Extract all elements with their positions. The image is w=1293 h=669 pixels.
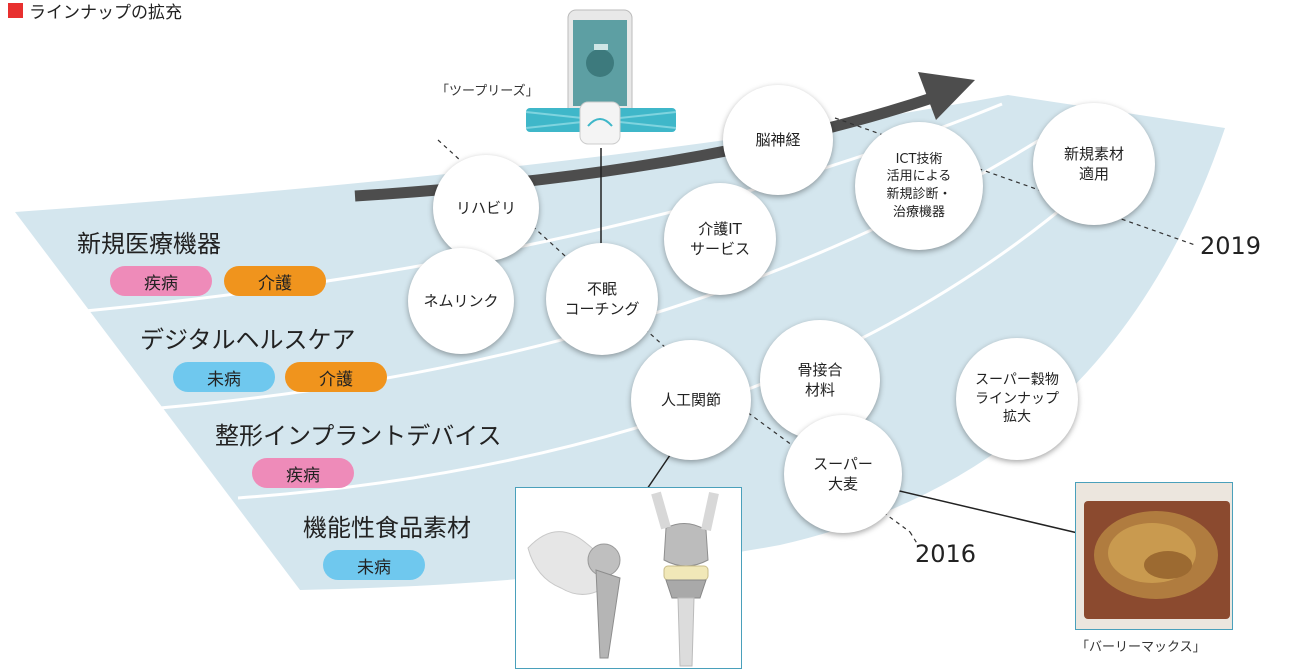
joint-implant-photo xyxy=(515,487,742,669)
tag-care: 介護 xyxy=(285,362,387,392)
barley-photo xyxy=(1075,482,1233,630)
circle-artificial-joint: 人工関節 xyxy=(631,340,751,460)
barley-connector xyxy=(886,487,1083,535)
tag-pre-disease: 未病 xyxy=(173,362,275,392)
band-separator-3 xyxy=(237,138,1140,500)
layer-label-medical-devices: 新規医療機器 xyxy=(77,230,221,258)
circle-super-grain: スーパー穀物 ラインナップ 拡大 xyxy=(956,338,1078,460)
sleep-device-photo xyxy=(525,9,677,145)
tag-care: 介護 xyxy=(224,266,326,296)
circle-care-it: 介護IT サービス xyxy=(664,183,776,295)
circle-sleep-coaching: 不眠 コーチング xyxy=(546,243,658,355)
section-title-text: ラインナップの拡充 xyxy=(29,3,182,23)
circle-new-material: 新規素材 適用 xyxy=(1033,103,1155,225)
title-marker-icon xyxy=(8,3,23,18)
barley-caption: 「バーリーマックス」 xyxy=(1076,640,1206,655)
circle-nemulink: ネムリンク xyxy=(408,248,514,354)
tag-disease: 疾病 xyxy=(252,458,354,488)
layer-label-functional-food: 機能性食品素材 xyxy=(303,514,471,542)
year-start: 2016 xyxy=(915,540,977,568)
circle-rehab: リハビリ xyxy=(433,155,539,261)
circle-super-barley: スーパー 大麦 xyxy=(784,415,902,533)
growth-arrow-head xyxy=(918,72,975,120)
year-end: 2019 xyxy=(1200,232,1262,260)
timeline-dash-3 xyxy=(909,531,919,546)
section-title: ラインナップの拡充 xyxy=(8,0,182,23)
device-caption: 「ツープリーズ」 xyxy=(436,84,539,99)
tag-disease: 疾病 xyxy=(110,266,212,296)
circle-neuro: 脳神経 xyxy=(723,85,833,195)
layer-label-orthopedic-implants: 整形インプラントデバイス xyxy=(215,422,502,450)
circle-ict-devices: ICT技術 活用による 新規診断・ 治療機器 xyxy=(855,122,983,250)
tag-pre-disease: 未病 xyxy=(323,550,425,580)
layer-label-digital-healthcare: デジタルヘルスケア xyxy=(140,326,356,354)
